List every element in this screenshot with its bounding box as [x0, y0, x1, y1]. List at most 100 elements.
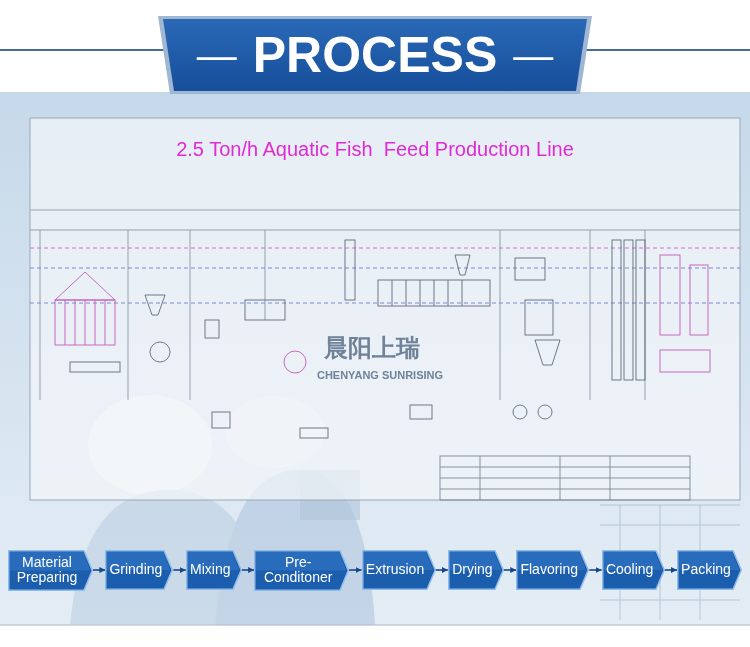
title-block-table [440, 456, 690, 500]
step-label: Packing [681, 562, 731, 577]
drawing-sheet [500, 230, 501, 400]
photo-backdrop [600, 525, 740, 526]
machine-symbols [448, 280, 449, 306]
chevron-shape [449, 551, 504, 590]
process-step: Mixing [186, 550, 242, 590]
machine-symbols [660, 255, 680, 335]
step-text-holder: Drying [452, 562, 493, 577]
drawing-sheet [30, 248, 740, 249]
chevron-shape [678, 551, 742, 590]
machine-symbols [105, 300, 106, 345]
title-block-table [440, 489, 690, 490]
machine-symbols [455, 255, 470, 275]
chevron-shape [106, 551, 173, 590]
step-text-holder: Extrusion [366, 562, 425, 577]
chevron-shape [602, 551, 664, 590]
machine-symbols [205, 320, 219, 338]
drawing-sheet [30, 230, 740, 231]
drawing-title: 2.5 Ton/h Aquatic Fish Feed Production L… [176, 139, 574, 159]
title-block-table [480, 456, 481, 500]
photo-backdrop [600, 600, 740, 601]
machine-symbols [462, 280, 463, 306]
drawing-sheet [30, 118, 740, 500]
machine-symbols [85, 300, 86, 345]
machine-symbols [55, 300, 115, 345]
machine-symbols [434, 280, 435, 306]
watermark: CHENYANG SUNRISING [317, 370, 443, 381]
title-block-table [610, 456, 611, 500]
machine-symbols [690, 265, 708, 335]
machine-symbols [95, 300, 96, 345]
drawing-sheet [30, 118, 740, 500]
machine-symbols [75, 300, 76, 345]
drawing-sheet [128, 230, 129, 400]
watermark: 晨阳上瑞 [324, 336, 420, 360]
drawing-sheet [40, 230, 645, 400]
drawing-sheet [40, 230, 41, 400]
step-text-holder: Packing [681, 562, 731, 577]
step-text-holder: Flavoring [520, 562, 578, 577]
step-text-holder: Mixing [190, 562, 231, 577]
flow-arrow [665, 569, 677, 571]
machine-symbols [300, 428, 328, 438]
step-text-holder: Grinding [109, 562, 162, 577]
machine-symbols [245, 300, 285, 320]
photo-backdrop [600, 505, 740, 506]
title-tab [158, 16, 592, 94]
flow-arrow [93, 569, 105, 571]
step-label: Drying [452, 562, 493, 577]
chevron-shape [362, 551, 435, 590]
title-dash: — [197, 35, 237, 75]
step-label: Cooling [606, 562, 654, 577]
machine-symbols [660, 350, 710, 372]
machine-symbols [624, 240, 633, 380]
title-tab [163, 19, 587, 91]
process-step: Grinding [105, 550, 173, 590]
machine-symbols [345, 240, 355, 300]
process-step: Flavoring [516, 550, 589, 590]
flow-arrow [349, 569, 361, 571]
photo-backdrop [600, 505, 740, 620]
process-step: Drying [448, 550, 504, 590]
step-text-holder: Pre-Conditoner [258, 555, 338, 586]
process-step: Pre-Conditoner [254, 550, 349, 591]
flow-arrow [504, 569, 516, 571]
machine-symbols [65, 300, 66, 345]
machine-symbols [406, 280, 407, 306]
page-ground [0, 50, 750, 625]
title-block-table [440, 478, 690, 479]
title-tab [158, 16, 592, 94]
drawing-sheet [190, 230, 191, 400]
step-label: Flavoring [520, 562, 578, 577]
drawing-sheet [590, 230, 591, 400]
machine-symbols [535, 340, 560, 365]
flow-arrow [436, 569, 448, 571]
machine-symbols [420, 280, 421, 306]
step-label: Pre-Conditoner [258, 555, 338, 586]
drawing-sheet [30, 303, 740, 304]
machine-symbols [538, 405, 552, 419]
machine-symbols [284, 351, 306, 373]
flow-arrow [173, 569, 185, 571]
machine-symbols [55, 272, 115, 300]
title-block-table [560, 456, 561, 500]
process-step: Material Preparing [8, 550, 93, 591]
drawing-sheet [30, 268, 740, 269]
machine-symbols [392, 280, 393, 306]
drawing-sheet [30, 210, 740, 211]
title-block-table [440, 467, 690, 468]
process-step: Packing [677, 550, 742, 590]
chevron-shape [9, 550, 93, 590]
title-dash: — [513, 35, 553, 75]
step-text-holder: Material Preparing [12, 555, 82, 586]
machine-symbols [55, 240, 710, 438]
drawing-sheet [265, 230, 266, 320]
machine-symbols [150, 342, 170, 362]
machine-symbols [212, 412, 230, 428]
page-ground [0, 92, 750, 625]
machine-symbols [410, 405, 432, 419]
chevron-shape [255, 550, 349, 590]
step-text-holder: Cooling [606, 562, 654, 577]
machine-symbols [525, 300, 553, 335]
